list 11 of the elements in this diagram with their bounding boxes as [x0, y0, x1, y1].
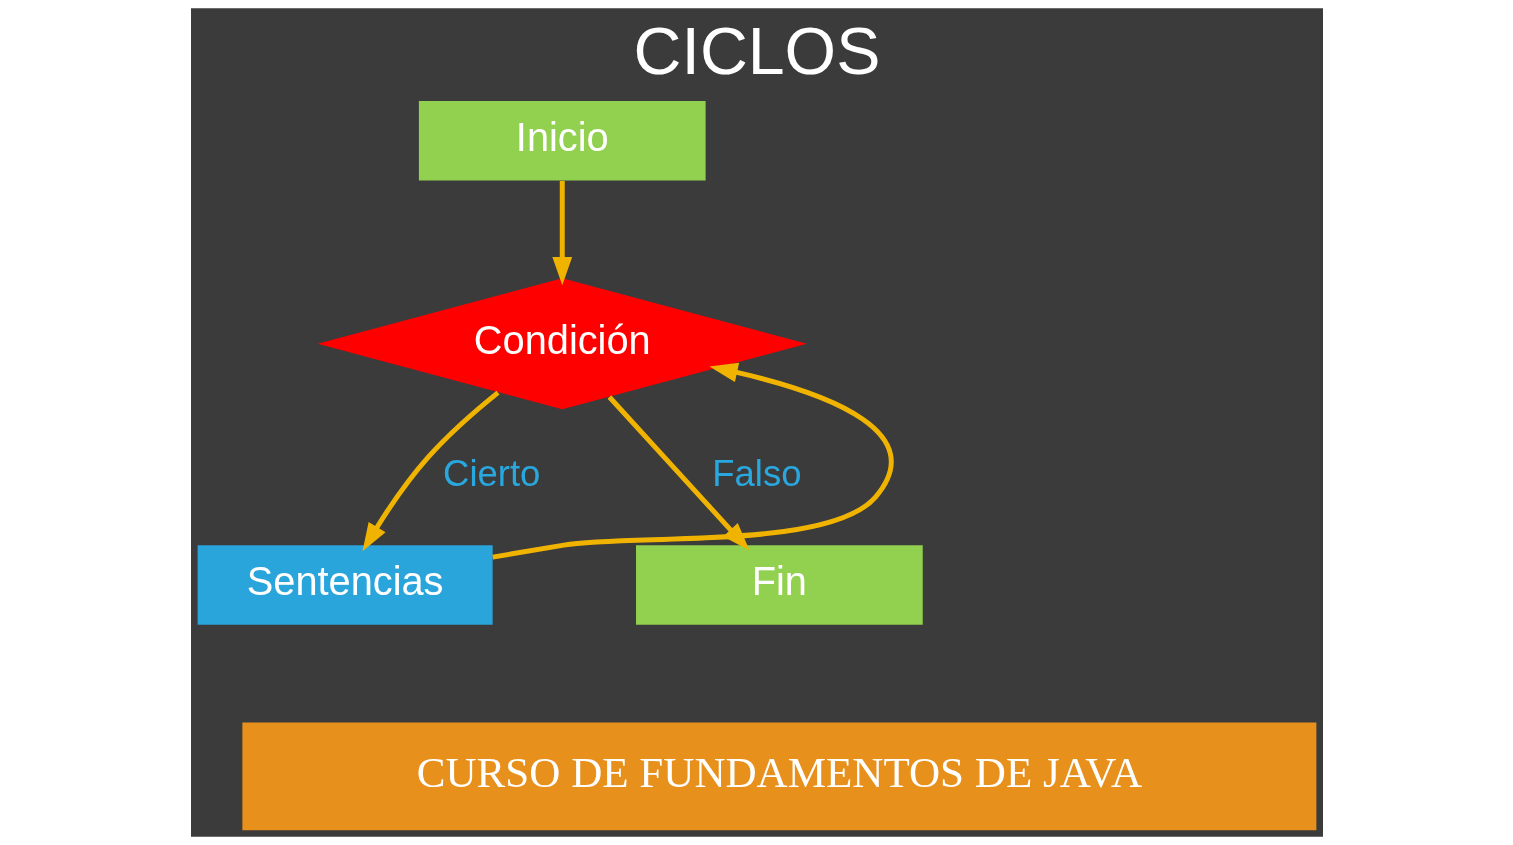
arrow	[491, 362, 893, 560]
node-box: Sentencias	[197, 545, 493, 625]
edge-label: Falso	[711, 453, 801, 495]
node-box: Inicio	[418, 100, 706, 181]
diagram-title: CICLOS	[633, 14, 880, 89]
edge-label: Cierto	[442, 453, 540, 495]
node-diamond: Condición	[317, 278, 807, 410]
arrow	[362, 390, 500, 552]
arrow	[551, 180, 572, 286]
node-box: Fin	[635, 545, 923, 625]
caption: CURSO DE FUNDAMENTOS DE JAVA	[416, 748, 1142, 796]
